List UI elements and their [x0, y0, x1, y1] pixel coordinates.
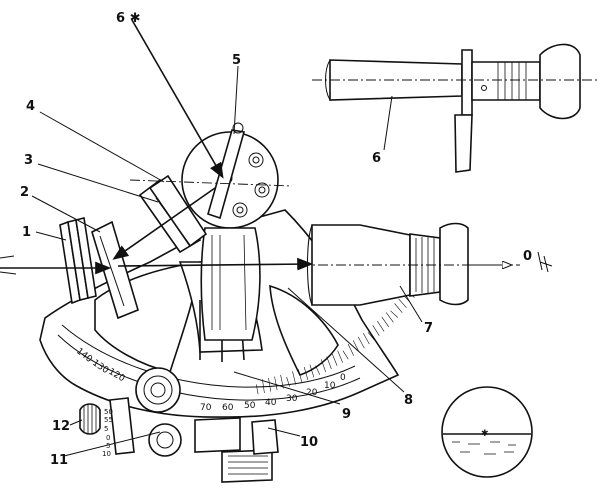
scale-label-30: 30 [286, 394, 298, 404]
index-shades [138, 174, 208, 254]
scale-label-50: 50 [244, 401, 256, 411]
arc-tick [320, 359, 326, 373]
arc-tick [362, 332, 370, 345]
arc-tick [357, 336, 365, 349]
vernier-label-0: 0 [106, 434, 110, 442]
scale-label-40: 40 [265, 398, 277, 408]
star-ray [131, 19, 224, 179]
horizon-label: 0 [523, 249, 532, 264]
arc-tick [352, 340, 360, 353]
arc-tick [337, 350, 343, 363]
telescope-ray [117, 257, 314, 271]
arc-tick [309, 364, 315, 378]
arc-tick [398, 298, 407, 308]
callout-5: 5 [232, 53, 241, 68]
scale-label-10: 10 [324, 381, 336, 391]
callout-4: 4 [26, 99, 35, 114]
scale-label-70: 70 [200, 403, 212, 413]
arc-tick [256, 384, 259, 395]
callout-8: 8 [404, 393, 413, 408]
arc-tick [367, 332, 375, 341]
callout-6: 6 [372, 151, 381, 166]
arc-tick [274, 376, 278, 391]
scale-label-20: 20 [306, 388, 318, 398]
callout-10: 10 [300, 435, 318, 450]
arc-tick [315, 365, 321, 375]
arc-tick [377, 320, 385, 332]
telescope-detail [312, 43, 598, 173]
vernier-label-10: 10 [102, 450, 111, 458]
index-mirror-housing [181, 122, 279, 229]
arc-tick [286, 376, 290, 387]
arc-tick [262, 379, 265, 394]
telescope [307, 222, 469, 306]
vernier-label-5b: 5 [106, 442, 110, 450]
arc-tick [390, 310, 399, 318]
vernier-label-5a: 5 [104, 425, 108, 433]
arc-tick [292, 371, 296, 385]
leader-lines [31, 65, 423, 457]
arc-tick [298, 369, 303, 383]
arc-tick [347, 343, 354, 356]
callout-11: 11 [50, 453, 68, 468]
vernier-label-50: 50 [104, 408, 113, 416]
horizon-shades [59, 217, 97, 305]
callout-9: 9 [342, 407, 351, 422]
arc-tick [372, 325, 380, 336]
star-label: 6 ✱ [116, 11, 140, 26]
micrometer: 50 55 5 0 5 10 [79, 367, 279, 483]
arc-tick [385, 312, 394, 323]
index-arm [200, 227, 261, 341]
vernier-label-55: 55 [104, 416, 113, 424]
horizon-mirror [91, 220, 139, 320]
callout-12: 12 [52, 419, 70, 434]
arc-tick [326, 356, 332, 370]
arc-tick [303, 366, 309, 380]
sea-horizon-icon [537, 251, 553, 273]
scale-label-0: 0 [340, 373, 346, 383]
callout-2: 2 [20, 185, 29, 200]
arc-tick [394, 303, 403, 313]
light-rays [0, 19, 520, 275]
callout-1: 1 [22, 225, 31, 240]
callout-numbers: 1 2 3 4 5 6 7 8 9 10 11 12 [20, 53, 433, 468]
callout-7: 7 [424, 321, 433, 336]
callout-3: 3 [24, 153, 33, 168]
star-in-view-icon: ✱ [481, 429, 489, 439]
arc-tick [331, 353, 338, 366]
scale-label-60: 60 [222, 403, 234, 413]
arc-tick [381, 316, 390, 328]
arc-tick [342, 350, 349, 360]
arc-tick [268, 377, 272, 392]
reflected-ray [112, 187, 216, 260]
arc-tick [280, 374, 284, 389]
field-of-view: ✱ [441, 386, 533, 478]
